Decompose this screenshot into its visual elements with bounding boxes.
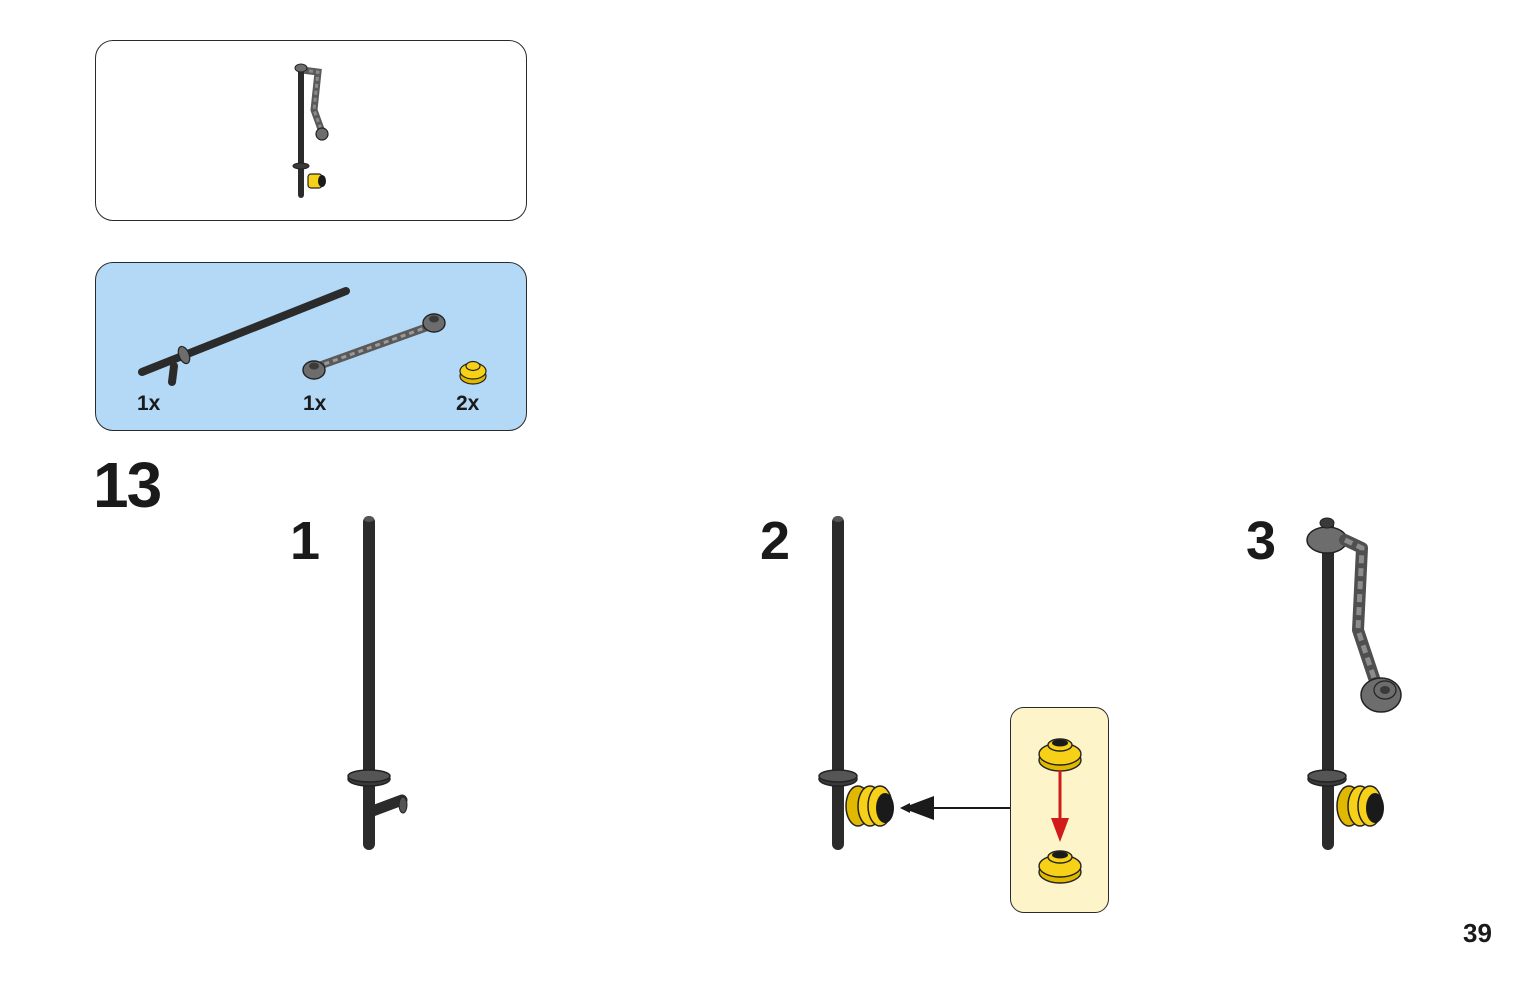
substep-2-illustration [818, 516, 1010, 850]
substep-1-number: 1 [290, 511, 321, 571]
part-round-plate-icon [459, 360, 487, 385]
part-bar-icon [138, 287, 350, 386]
part-quantity-bar: 1x [137, 392, 161, 415]
step-number: 13 [93, 449, 162, 521]
parts-list-box [95, 262, 527, 431]
page-number: 39 [1463, 918, 1492, 948]
part-chain-icon [302, 313, 446, 380]
part-quantity-chain: 1x [303, 392, 327, 415]
preview-assembled-part [292, 63, 329, 198]
substep-3-number: 3 [1246, 511, 1277, 571]
substep-2-number: 2 [760, 511, 791, 571]
substep-1-illustration [347, 516, 408, 850]
callout-plates-illustration [1038, 738, 1082, 884]
substep-3-illustration [1306, 517, 1402, 850]
part-quantity-plate: 2x [456, 392, 480, 415]
